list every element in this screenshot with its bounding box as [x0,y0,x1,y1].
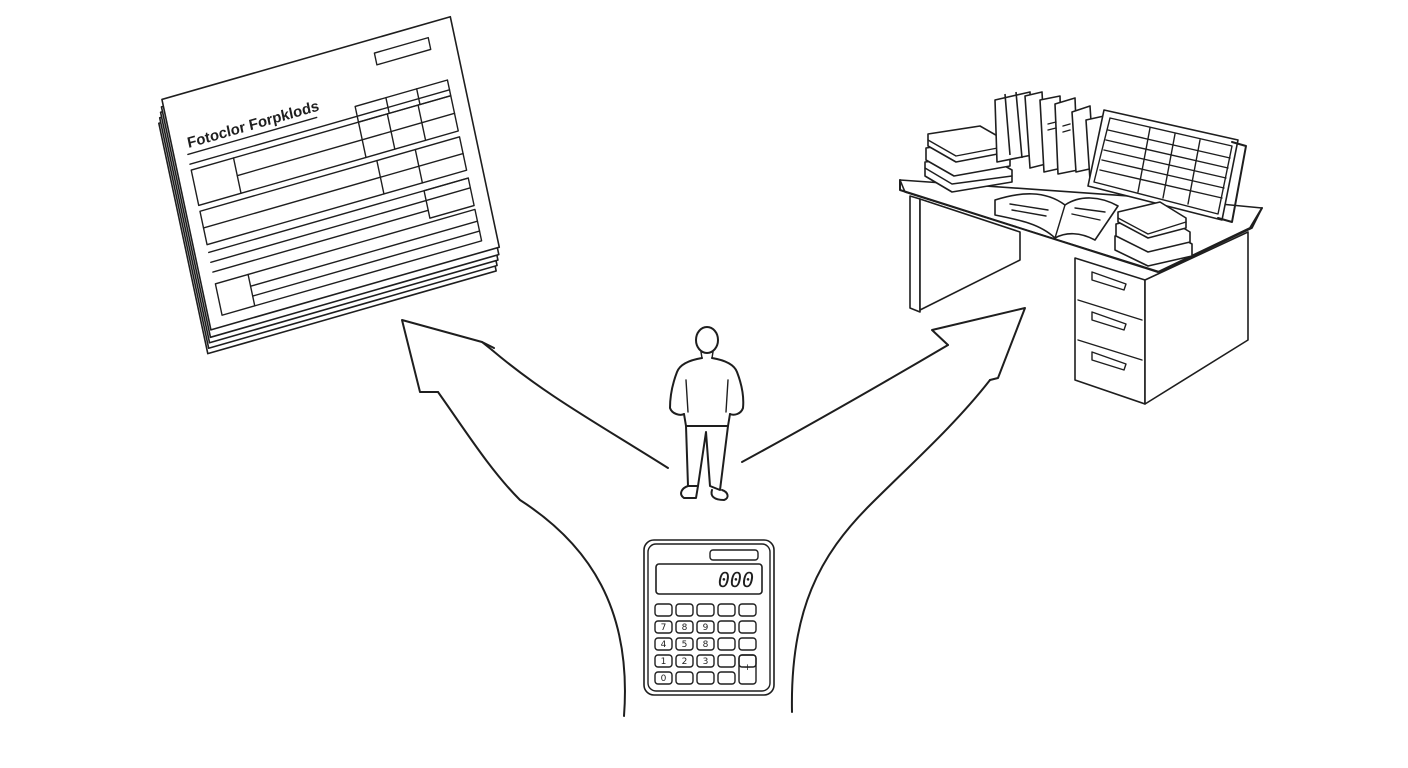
calculator-key [738,603,757,617]
calculator-key [717,620,736,634]
calculator-key [696,603,715,617]
calculator-key [675,620,694,634]
calculator-key [696,637,715,651]
solar-panel [709,549,759,561]
calculator-key [738,620,757,634]
calculator-key [654,637,673,651]
person-figure [669,326,745,501]
calculator-key [696,620,715,634]
calculator-key [717,603,736,617]
calculator-keypad: 7 8 9 4 5 8 1 2 3 0 + [654,603,757,685]
spreadsheet-board [1087,109,1247,223]
form-front-sheet: Fotoclor Forpklods [161,15,501,331]
book-row [994,91,1109,181]
left-arrow-path [401,319,669,717]
calculator-key [717,671,736,685]
calculator-key-label: 9 [703,623,709,633]
calculator-key-label: 2 [682,657,688,667]
calculator: 000 7 8 9 4 5 8 1 2 3 0 + [643,539,775,696]
calculator-key [654,603,673,617]
calculator-key [675,603,694,617]
book-stack-left [924,125,1013,193]
right-arrow-path [741,307,1026,713]
calculator-key-label: 8 [682,623,688,633]
form-id-box [373,36,432,66]
calculator-key [675,654,694,668]
calculator-key [717,637,736,651]
calculator-key-label: 8 [703,640,709,650]
calculator-key [654,620,673,634]
calculator-key-label: 5 [682,640,688,650]
calculator-key-label: 3 [703,657,709,667]
calculator-key-label: 0 [661,674,667,684]
calculator-display-value: 000 [718,568,754,592]
calculator-key [738,637,757,651]
open-book [994,193,1119,241]
book-stack-right [1114,201,1193,267]
calculator-key-label: 4 [661,640,667,650]
calculator-key [675,671,694,685]
person-head [695,326,719,354]
calculator-key [675,637,694,651]
calculator-key [696,654,715,668]
calculator-display [655,563,763,595]
calculator-key [738,654,757,685]
calculator-key [696,671,715,685]
calculator-key [717,654,736,668]
calculator-key-label: 1 [661,657,667,667]
calculator-key [654,654,673,668]
tax-form-stack: Fotoclor Forpklods [158,15,501,355]
calculator-key [654,671,673,685]
calculator-key-label: 7 [661,623,667,633]
calculator-key-label: + [744,663,752,673]
